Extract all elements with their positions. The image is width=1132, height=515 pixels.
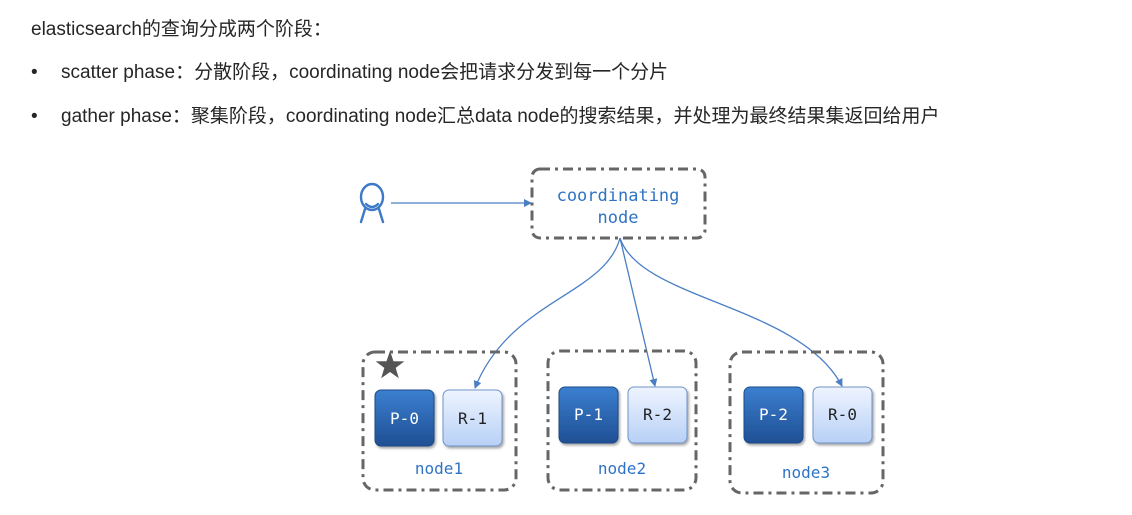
shard-label: R-0 — [828, 405, 857, 424]
replica-shard — [442, 389, 503, 447]
primary-shard — [374, 389, 435, 447]
bullet-gather-phase: • gather phase：聚集阶段，coordinating node汇总da… — [31, 105, 940, 129]
node-box — [728, 350, 885, 495]
bullet-text: gather phase：聚集阶段，coordinating node汇总dat… — [61, 106, 940, 127]
primary-shard — [558, 386, 619, 444]
node-label: node3 — [782, 463, 830, 482]
scatter-arrow-node3 — [619, 237, 843, 387]
shard-label: R-2 — [643, 405, 672, 424]
coordinator-label-line1: coordinating — [557, 186, 680, 206]
bullet-text: scatter phase：分散阶段，coordinating node会把请求… — [61, 62, 669, 83]
intro-text: elasticsearch的查询分成两个阶段： — [31, 19, 332, 40]
shard-label: P-2 — [759, 405, 788, 424]
data-node-1: P-0 R-1 node1 — [361, 350, 518, 492]
replica-shard — [627, 386, 688, 444]
coordinator-label-line2: node — [598, 208, 639, 228]
user-icon — [359, 182, 385, 224]
data-node-3: P-2 R-0 node3 — [728, 350, 885, 495]
node-box — [546, 349, 698, 492]
node-label: node1 — [415, 459, 463, 478]
replica-shard — [812, 386, 873, 444]
scatter-arrow-node2 — [619, 237, 658, 387]
bullet-marker: • — [31, 62, 38, 83]
bullet-scatter-phase: • scatter phase：分散阶段，coordinating node会把请… — [31, 61, 668, 85]
star-icon — [375, 351, 405, 379]
node-label: node2 — [598, 459, 646, 478]
shard-label: R-1 — [458, 409, 487, 428]
shard-label: P-0 — [390, 409, 419, 428]
primary-shard — [743, 386, 804, 444]
coordinating-node-box — [530, 167, 707, 240]
scatter-arrow-node1 — [473, 237, 621, 389]
data-node-2: P-1 R-2 node2 — [546, 349, 698, 492]
node-box — [361, 350, 518, 492]
shard-label: P-1 — [574, 405, 603, 424]
bullet-marker: • — [31, 106, 38, 127]
